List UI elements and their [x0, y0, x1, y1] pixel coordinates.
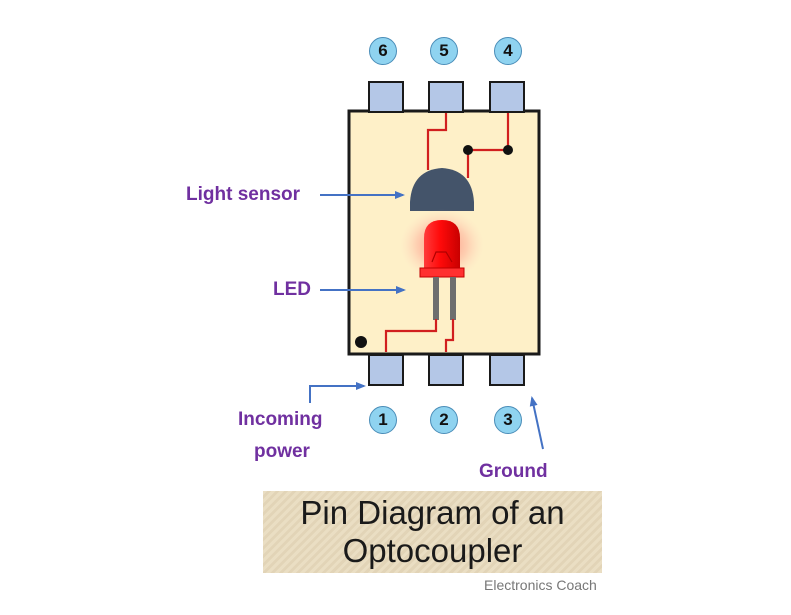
junction-dot	[463, 145, 473, 155]
led-leg-left	[433, 277, 439, 320]
led-leg-right	[450, 277, 456, 320]
title-line-2: Optocoupler	[342, 532, 523, 569]
pin-pad-3	[489, 354, 525, 386]
pin-pad-2	[428, 354, 464, 386]
pin1-indicator-dot	[355, 336, 367, 348]
led-base	[419, 267, 465, 278]
led-body	[424, 220, 460, 270]
incoming-power-arrow	[309, 382, 366, 403]
credit-watermark: Electronics Coach	[484, 577, 597, 593]
light-sensor-label: Light sensor	[186, 184, 301, 205]
pin-number-5: 5	[430, 37, 458, 65]
led-inner	[431, 251, 453, 263]
pin-number-2: 2	[430, 406, 458, 434]
title-banner: Pin Diagram of an Optocoupler	[263, 491, 602, 573]
pin-pad-1	[368, 354, 404, 386]
pin-number-6: 6	[369, 37, 397, 65]
pin-pad-5	[428, 81, 464, 113]
title-line-1: Pin Diagram of an	[300, 494, 565, 531]
pin-pad-6	[368, 81, 404, 113]
junction-dot	[503, 145, 513, 155]
pin-number-1: 1	[369, 406, 397, 434]
wire-pin1-led	[384, 319, 438, 352]
pin-number-4: 4	[494, 37, 522, 65]
pin-number-3: 3	[494, 406, 522, 434]
wire-pin4-sensor	[466, 113, 510, 178]
ground-label: Ground	[479, 461, 548, 482]
light-sensor-shape	[410, 168, 474, 211]
wire-pin2-led	[444, 319, 455, 352]
led-label: LED	[273, 279, 311, 300]
incoming-power-label-line1: Incoming	[238, 409, 323, 430]
incoming-power-label-line2: power	[254, 441, 310, 462]
ground-arrow	[529, 396, 544, 450]
pin-pad-4	[489, 81, 525, 113]
wire-pin5-sensor	[426, 113, 448, 170]
